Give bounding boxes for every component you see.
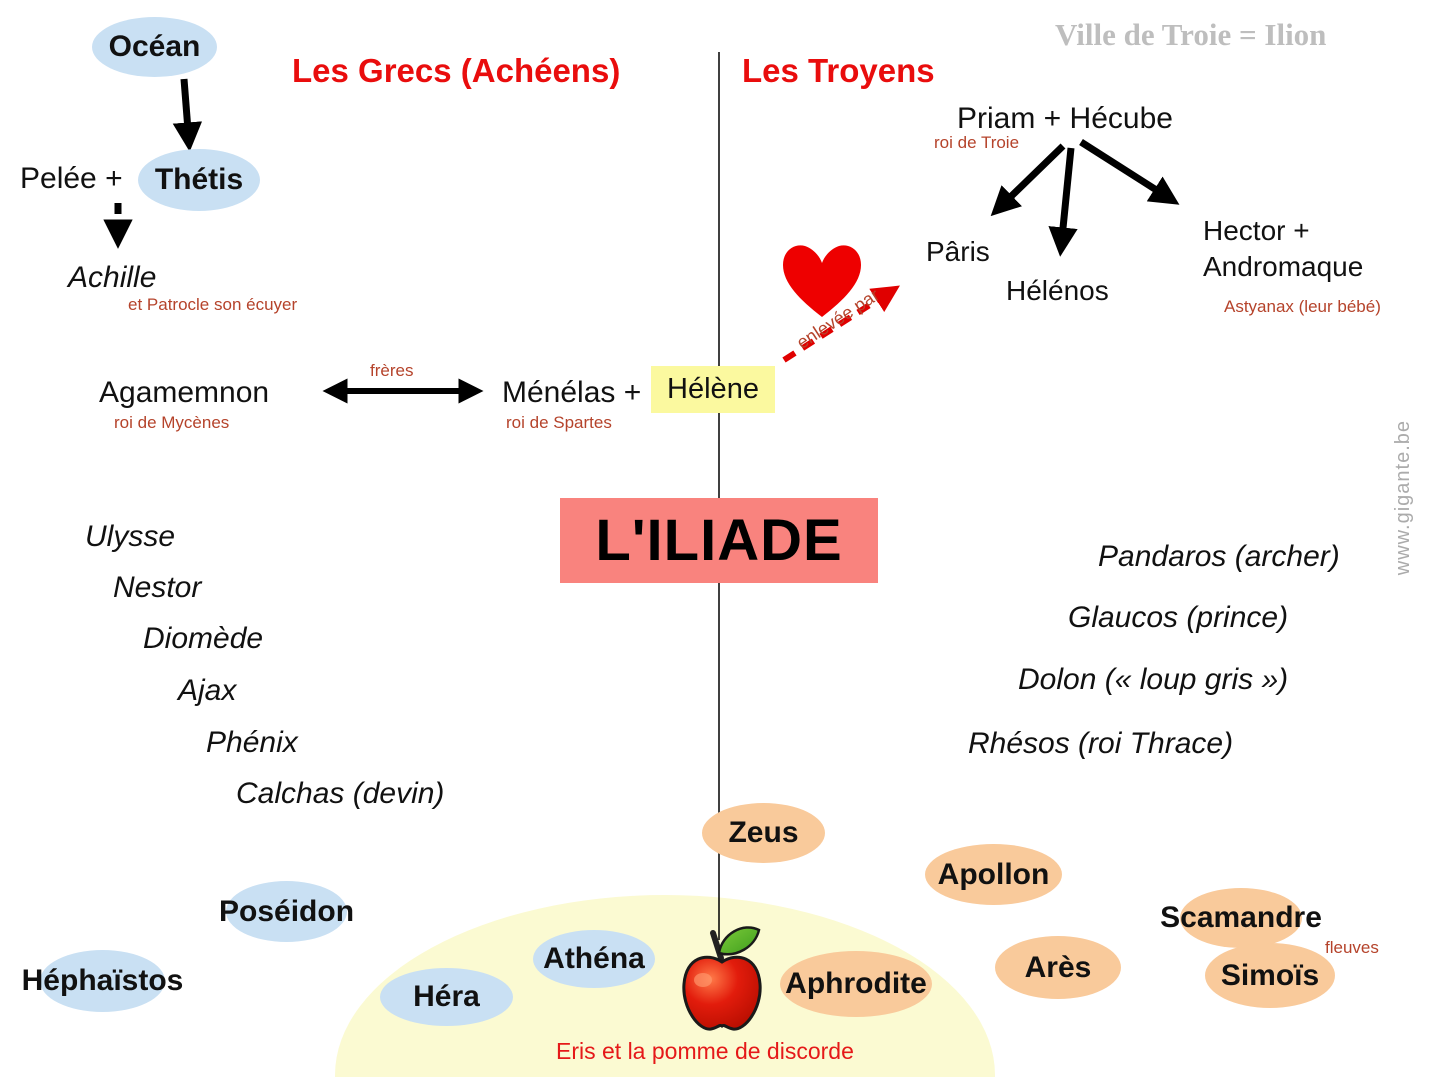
hero-calchas: Calchas (devin): [236, 777, 445, 810]
title-iliade-label: L'ILIADE: [595, 508, 843, 573]
node-aphrodite-label: Aphrodite: [785, 967, 927, 1000]
troy-note: Ville de Troie = Ilion: [1055, 17, 1327, 52]
node-poseidon-label: Poséidon: [219, 894, 355, 928]
hero-nestor: Nestor: [113, 571, 202, 604]
label-helenos: Hélénos: [1006, 275, 1109, 306]
title-iliade: L'ILIADE: [560, 498, 878, 583]
note-agamemnon: roi de Mycènes: [114, 413, 230, 432]
label-priam-hecube: Priam + Hécube: [957, 102, 1173, 135]
node-simois: Simoïs: [1205, 943, 1335, 1008]
ally-dolon: Dolon (« loup gris »): [1018, 663, 1289, 696]
node-ares-label: Arès: [1024, 950, 1092, 984]
hero-ulysse: Ulysse: [85, 520, 176, 553]
header-trojans: Les Troyens: [742, 52, 935, 89]
node-zeus-label: Zeus: [728, 816, 799, 849]
node-simois-label: Simoïs: [1220, 958, 1320, 992]
arrow-ocean-to-thetis: [172, 78, 203, 152]
node-helene: Hélène: [651, 366, 775, 413]
label-hector: Hector +: [1203, 215, 1310, 246]
note-astyanax: Astyanax (leur bébé): [1224, 297, 1381, 316]
label-agamemnon: Agamemnon: [99, 376, 270, 409]
note-menelas: roi de Spartes: [506, 413, 612, 432]
header-greeks: Les Grecs (Achéens): [292, 52, 621, 89]
note-priam: roi de Troie: [934, 133, 1020, 152]
node-scamandre: Scamandre: [1160, 888, 1322, 948]
node-thetis: Thétis: [138, 149, 260, 211]
node-ares: Arès: [995, 936, 1121, 999]
node-aphrodite: Aphrodite: [780, 951, 932, 1017]
label-freres: frères: [370, 361, 414, 380]
node-athena-label: Athéna: [543, 942, 645, 975]
ally-pandaros: Pandaros (archer): [1098, 540, 1340, 573]
hero-diomede: Diomède: [143, 622, 264, 655]
arrow-priam-to-hector: [1079, 139, 1180, 205]
label-paris: Pâris: [926, 236, 990, 267]
ally-glaucos: Glaucos (prince): [1068, 601, 1289, 634]
label-andromaque: Andromaque: [1203, 251, 1364, 282]
watermark: www.gigante.be: [1392, 420, 1414, 576]
arrow-priam-to-paris: [990, 143, 1066, 217]
hero-phenix: Phénix: [206, 726, 298, 759]
node-zeus: Zeus: [702, 803, 825, 863]
label-enlevee-par: enlevée par: [793, 284, 883, 353]
node-scamandre-label: Scamandre: [1160, 901, 1322, 934]
node-ocean: Océan: [92, 17, 217, 77]
caption-eris: Eris et la pomme de discorde: [556, 1038, 854, 1064]
label-achille: Achille: [68, 261, 157, 294]
node-hephaistos: Héphaïstos: [22, 950, 183, 1012]
node-poseidon: Poséidon: [219, 881, 354, 942]
node-apollon-label: Apollon: [937, 857, 1050, 891]
node-thetis-label: Thétis: [154, 163, 244, 196]
node-hera: Héra: [380, 968, 513, 1026]
node-ocean-label: Océan: [108, 30, 201, 63]
node-hephaistos-label: Héphaïstos: [21, 964, 184, 997]
node-hera-label: Héra: [413, 980, 480, 1013]
node-apollon: Apollon: [925, 844, 1062, 905]
node-helene-label: Hélène: [667, 373, 759, 405]
label-pelee: Pelée +: [20, 162, 123, 195]
label-fleuves: fleuves: [1325, 938, 1379, 957]
node-athena: Athéna: [533, 930, 655, 988]
hero-ajax: Ajax: [178, 674, 237, 707]
ally-rhesos: Rhésos (roi Thrace): [968, 727, 1234, 760]
label-menelas: Ménélas +: [502, 376, 642, 409]
arrow-priam-to-helenos: [1048, 147, 1078, 257]
note-patrocle: et Patrocle son écuyer: [128, 295, 298, 314]
